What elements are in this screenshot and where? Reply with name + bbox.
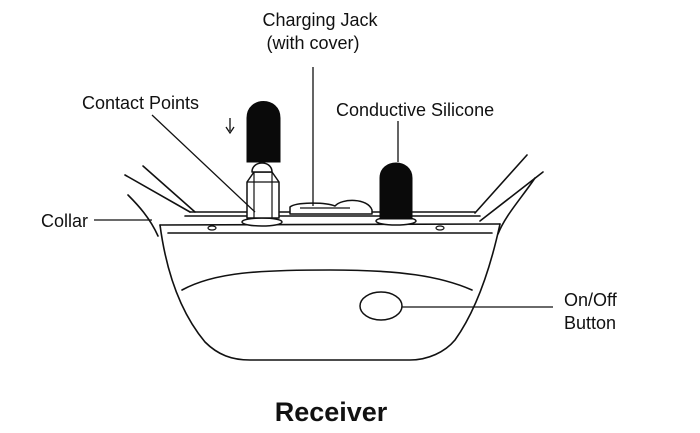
diagram-title: Receiver: [275, 397, 388, 427]
charging-jack-cover: [289, 199, 373, 215]
label-on-off-line1: On/Off: [564, 290, 618, 310]
contact-point-left: [241, 101, 283, 227]
label-charging-jack-line1: Charging Jack: [262, 10, 378, 30]
receiver-body: [159, 211, 501, 361]
label-on-off-line2: Button: [564, 313, 616, 333]
label-collar: Collar: [41, 211, 88, 231]
conductive-silicone: [375, 162, 417, 226]
leader-lines: [94, 67, 553, 308]
label-conductive-silicone: Conductive Silicone: [336, 100, 494, 120]
label-charging-jack-line2: (with cover): [266, 33, 359, 53]
down-arrow-icon: [225, 118, 235, 135]
label-contact-points: Contact Points: [82, 93, 199, 113]
leader-contact-points: [151, 114, 256, 213]
collar-strap-right: [474, 154, 544, 235]
on-off-button: [359, 291, 403, 321]
collar-strap-left: [124, 165, 196, 237]
